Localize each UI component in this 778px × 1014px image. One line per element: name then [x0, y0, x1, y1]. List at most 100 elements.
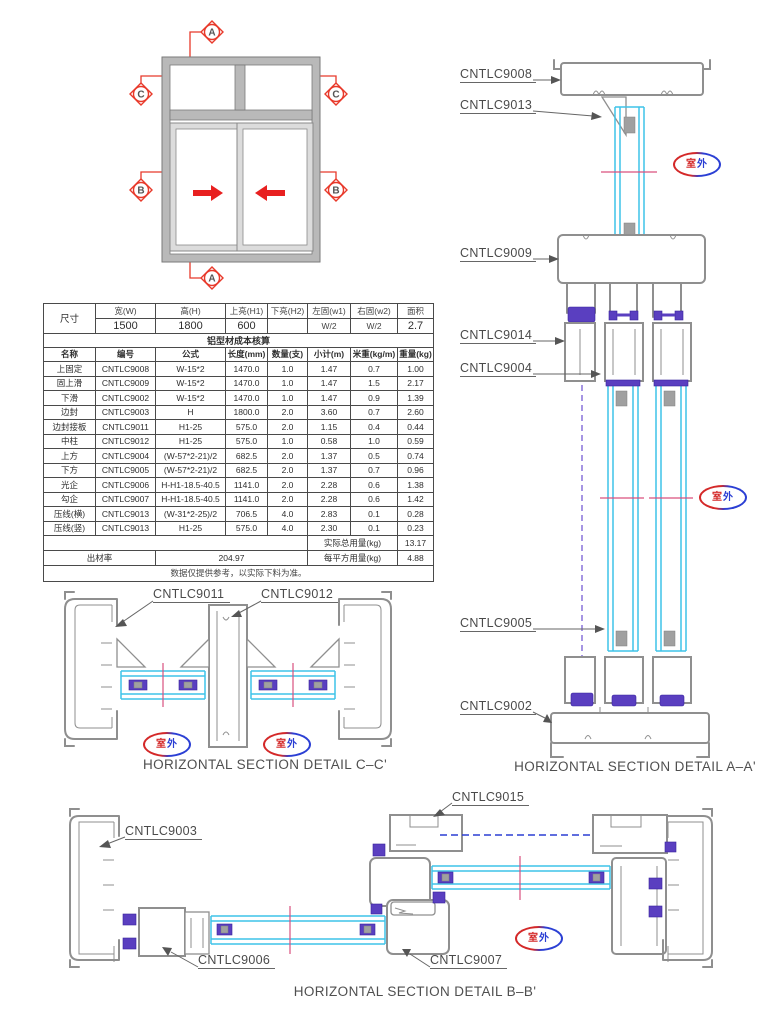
transom-profile — [557, 234, 706, 318]
top-mullion — [234, 64, 246, 111]
section-marker-a-top: A — [200, 20, 224, 44]
table-cell: 1.0 — [267, 361, 308, 377]
leader-lines — [115, 600, 262, 627]
left-jamb-profile — [64, 591, 118, 747]
table-cell: 光企 — [43, 477, 96, 493]
col-header-name: 名称 — [43, 346, 96, 362]
section-bb: CNTLC9003 CNTLC9015 CNTLC9006 CNTLC9007 … — [55, 788, 760, 1010]
table-cell: CNTLC9008 — [95, 361, 156, 377]
total-spacer-cell — [43, 535, 308, 551]
table-cell: CNTLC9011 — [95, 419, 156, 435]
section-marker-a-bottom: A — [200, 266, 224, 290]
table-cell: CNTLC9013 — [95, 506, 156, 522]
table-title: 铝型材成本核算 — [43, 332, 434, 348]
table-cell: 0.58 — [307, 433, 351, 449]
top-fixed-adapter-right — [592, 814, 677, 854]
yield-value: 204.97 — [155, 549, 308, 566]
label-cntlc9003: CNTLC9003 — [125, 824, 202, 840]
table-cell: 0.1 — [350, 520, 398, 536]
table-cell: 0.4 — [350, 419, 398, 435]
table-cell: 682.5 — [225, 448, 268, 464]
table-cell: 1470.0 — [225, 375, 268, 391]
dim-col-width: 宽(W) — [95, 303, 156, 319]
dim-value-area: 2.7 — [397, 317, 434, 334]
table-cell: 4.0 — [267, 506, 308, 522]
table-cell: 1.39 — [397, 390, 434, 406]
dim-col-toplight: 上亮(H1) — [225, 303, 268, 319]
table-cell: 2.0 — [267, 477, 308, 493]
frame-clip — [122, 913, 137, 926]
setting-block — [663, 390, 676, 407]
table-cell: W-15*2 — [155, 390, 226, 406]
table-cell: 0.59 — [397, 433, 434, 449]
table-cell: 上固定 — [43, 361, 96, 377]
label-cntlc9008: CNTLC9008 — [460, 67, 536, 83]
outdoor-badge: 室外 — [143, 732, 191, 757]
table-cell: (W-31*2-25)/2 — [155, 506, 226, 522]
table-cell: 2.60 — [397, 404, 434, 420]
setting-block — [615, 390, 628, 407]
section-cc-drawing — [64, 591, 392, 748]
table-cell: 中柱 — [43, 433, 96, 449]
section-aa: CNTLC9008 CNTLC9013 CNTLC9009 CNTLC9014 … — [455, 55, 778, 785]
total-label: 实际总用量(kg) — [307, 535, 398, 551]
table-cell: H-H1-18.5-40.5 — [155, 477, 226, 493]
total-value: 13.17 — [397, 535, 434, 551]
outdoor-badge: 室外 — [673, 152, 721, 177]
table-cell: 下方 — [43, 462, 96, 478]
table-cell: 勾企 — [43, 491, 96, 507]
table-cell: CNTLC9013 — [95, 520, 156, 536]
left-jamb-profile — [69, 808, 120, 968]
sash-arrow-right-icon — [193, 185, 223, 201]
label-cntlc9004: CNTLC9004 — [460, 361, 536, 377]
table-cell: CNTLC9006 — [95, 477, 156, 493]
roller-hardware — [567, 306, 684, 323]
svg-text:C: C — [137, 89, 144, 100]
bottom-track-profile — [550, 707, 710, 758]
glazing-gasket — [653, 379, 689, 387]
table-cell: H1-25 — [155, 520, 226, 536]
glass-unit-right-sash — [431, 865, 611, 890]
label-cntlc9009: CNTLC9009 — [460, 246, 536, 262]
outdoor-badge: 室外 — [515, 926, 563, 951]
dim-col-leftfixed: 左固(w1) — [307, 303, 351, 319]
dim-value-bottomlight — [267, 317, 308, 334]
transom-bar — [169, 109, 313, 121]
table-cell: 2.28 — [307, 477, 351, 493]
label-cntlc9011: CNTLC9011 — [153, 587, 230, 603]
table-cell: 1.47 — [307, 390, 351, 406]
table-cell: 2.0 — [267, 404, 308, 420]
sash-glass-unit-2 — [655, 384, 687, 652]
table-cell: 0.7 — [350, 361, 398, 377]
caption-section-cc: HORIZONTAL SECTION DETAIL C–C' — [142, 757, 388, 772]
dim-value-width: 1500 — [95, 317, 156, 334]
table-cell: 固上滑 — [43, 375, 96, 391]
setting-block — [663, 630, 676, 647]
svg-text:C: C — [332, 89, 339, 100]
table-cell: 1.5 — [350, 375, 398, 391]
window-frame — [161, 56, 321, 263]
label-cntlc9012: CNTLC9012 — [261, 587, 338, 603]
persqm-label: 每平方用量(kg) — [307, 549, 398, 566]
fixed-glass-unit — [614, 106, 645, 248]
spec-table: 尺寸 宽(W) 高(H) 上亮(H1) 下亮(H2) 左固(w1) 右固(w2)… — [43, 303, 434, 582]
glazing-bead-profile — [600, 96, 627, 138]
table-cell: 1.47 — [307, 375, 351, 391]
label-cntlc9002: CNTLC9002 — [460, 699, 536, 715]
col-header-code: 编号 — [95, 346, 156, 362]
elevation-drawing: A A C C B B — [129, 20, 348, 290]
yield-label: 出材率 — [43, 549, 156, 566]
glazing-bead-adapters — [116, 637, 340, 668]
svg-text:A: A — [208, 27, 215, 38]
left-sash-stile — [138, 907, 210, 957]
spacer-blocks — [437, 871, 605, 884]
table-cell: CNTLC9007 — [95, 491, 156, 507]
setting-block — [623, 116, 636, 134]
glazing-gasket — [605, 379, 641, 387]
